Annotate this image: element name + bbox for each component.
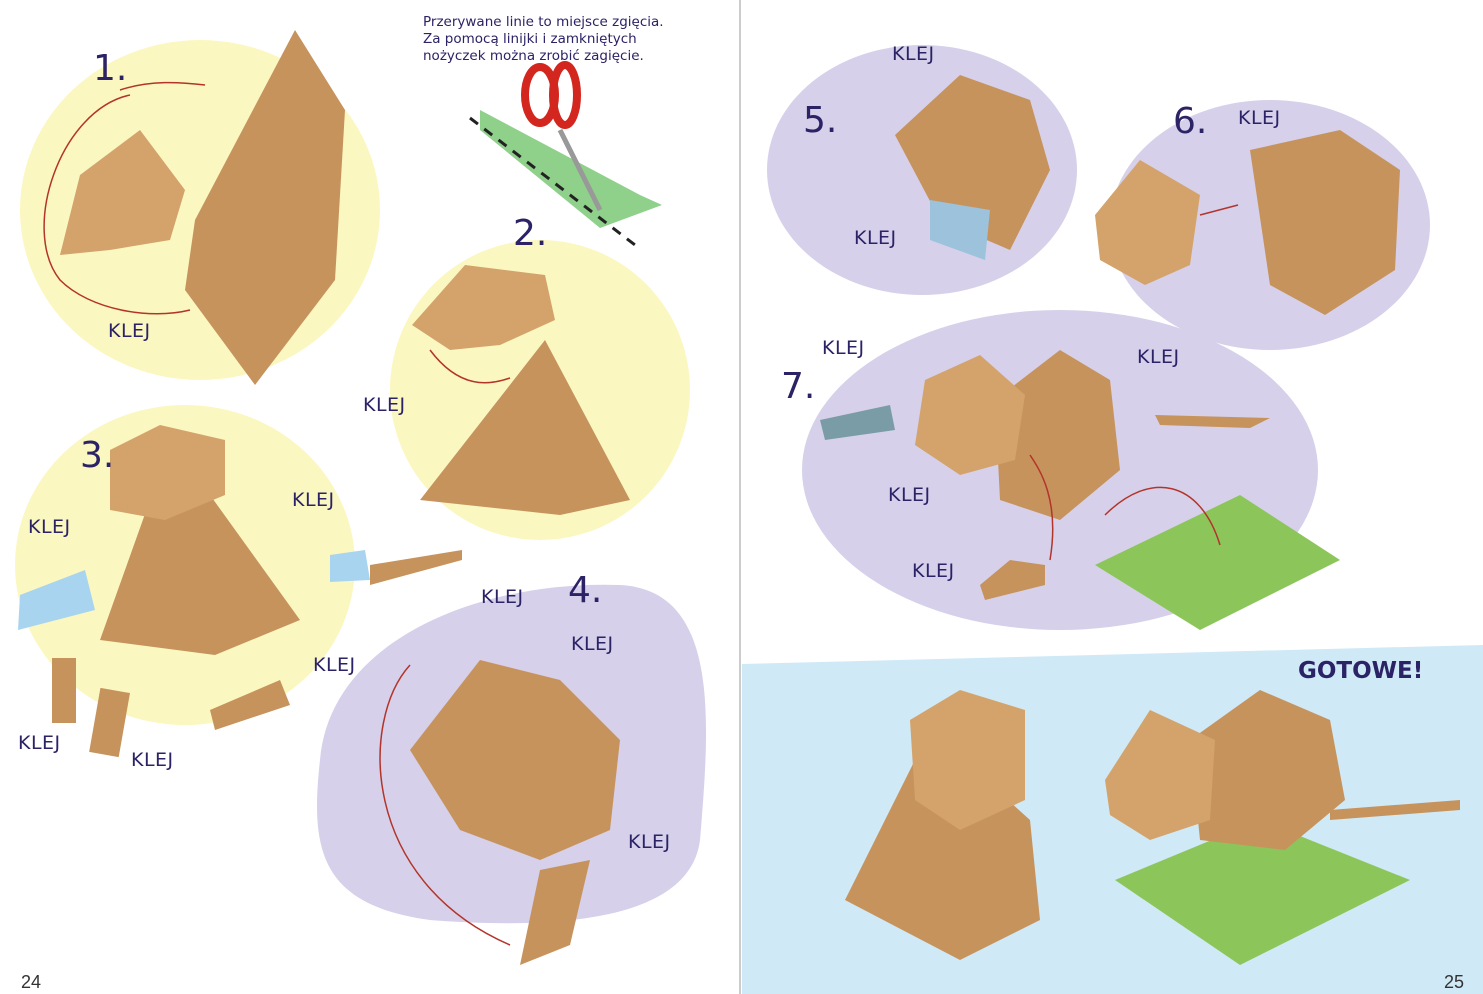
page-number-left: 24 [21, 972, 42, 992]
step-number-1: 1. [93, 48, 128, 89]
step-number-2: 2. [513, 213, 548, 254]
glue-label: KLEJ [854, 227, 897, 249]
instructions-line-1: Przerywane linie to miejsce zgięcia. [423, 14, 664, 30]
instructions-text: Przerywane linie to miejsce zgięcia. Za … [423, 14, 683, 65]
glue-label: KLEJ [892, 43, 935, 65]
step1-head [60, 130, 185, 255]
finished-grass [1115, 820, 1410, 965]
glue-label: KLEJ [292, 489, 335, 511]
step1-body-net [185, 30, 345, 385]
glue-label: KLEJ [571, 633, 614, 655]
instructions-line-2: Za pomocą linijki i zamkniętych [423, 31, 637, 47]
scissors-blade [557, 128, 603, 212]
step-number-7: 7. [781, 366, 816, 407]
glue-label: KLEJ [888, 484, 931, 506]
glue-label: KLEJ [822, 337, 865, 359]
glue-label: KLEJ [18, 732, 61, 754]
step6-head [1095, 160, 1200, 285]
grass-base [1095, 495, 1340, 630]
step4-body [410, 660, 620, 860]
page-number-right: 25 [1444, 972, 1465, 992]
step-number-4: 4. [568, 570, 603, 611]
step7-body [995, 350, 1120, 520]
done-heading: GOTOWE! [1298, 658, 1424, 684]
glue-label: KLEJ [363, 394, 406, 416]
step2-head [412, 265, 555, 350]
step7-head [915, 355, 1025, 475]
step3-body [100, 495, 300, 655]
finished-quokka-standing [1190, 690, 1345, 850]
glue-label: KLEJ [628, 831, 671, 853]
glue-label: KLEJ [131, 749, 174, 771]
glue-label: KLEJ [108, 320, 151, 342]
step6-body [1250, 130, 1400, 315]
step-number-3: 3. [80, 435, 115, 476]
ruler [480, 110, 662, 228]
glue-label: KLEJ [28, 516, 71, 538]
glue-label: KLEJ [1238, 107, 1281, 129]
step-number-5: 5. [803, 100, 838, 141]
glue-label: KLEJ [481, 586, 524, 608]
step-number-6: 6. [1173, 101, 1208, 142]
step2-body [420, 340, 630, 515]
glue-label: KLEJ [912, 560, 955, 582]
arrows [43, 81, 1239, 946]
step3-head [110, 425, 225, 520]
instructions-line-3: nożyczek można zrobić zagięcie. [423, 48, 644, 64]
finished-panel [742, 645, 1483, 994]
glue-label: KLEJ [313, 654, 356, 676]
glue-label: KLEJ [1137, 346, 1180, 368]
